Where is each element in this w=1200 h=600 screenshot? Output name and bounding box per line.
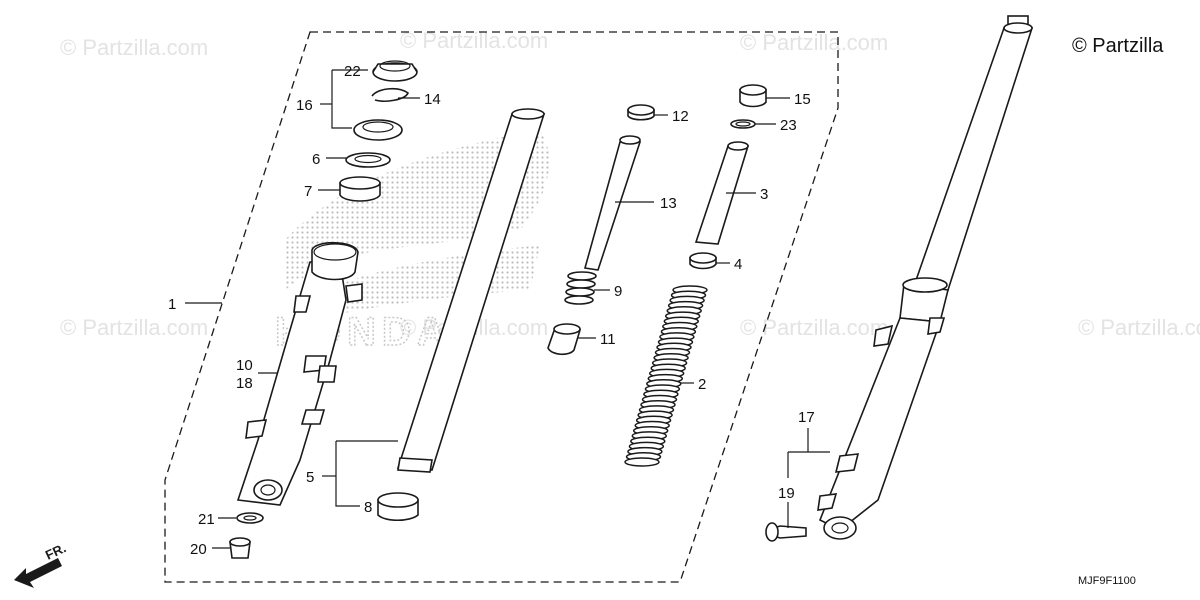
- damper-rod-part-13: [583, 135, 642, 271]
- spring-coil: [624, 457, 660, 467]
- assembled-fork-right: [817, 15, 1034, 540]
- front-label: FR.: [43, 540, 68, 562]
- piston-ring-part-12: [627, 104, 655, 121]
- callout-numbers: 22 14 16 6 7 1 10 18 5 8 21 20 12 13 9 1…: [168, 63, 815, 558]
- spacer-part-3: [694, 141, 750, 245]
- callout-17: 17: [798, 409, 815, 426]
- fork-spring-part-2: [624, 285, 708, 467]
- stopper-ring-part-14: [371, 87, 409, 102]
- spring-seat-part-4: [689, 252, 717, 270]
- callout-20: 20: [190, 541, 207, 558]
- callout-19: 19: [778, 485, 795, 502]
- o-ring-part-23: [730, 119, 756, 129]
- callout-1: 1: [168, 296, 176, 313]
- callout-3: 3: [760, 186, 768, 203]
- callout-5: 5: [306, 469, 314, 486]
- dust-seal-part-22: [372, 60, 418, 82]
- watermark: © Partzilla.com: [740, 315, 888, 340]
- callout-14: 14: [424, 91, 441, 108]
- copyright-text: © Partzilla: [1072, 35, 1164, 57]
- socket-bolt-part-20: [229, 537, 251, 559]
- fork-slider-part-10: [236, 241, 363, 506]
- guide-bushing-part-8: [377, 492, 419, 522]
- watermark: © Partzilla.com: [60, 315, 208, 340]
- fork-bolt-part-15: [739, 84, 767, 108]
- watermark: © Partzilla.com: [740, 30, 888, 55]
- rebound-spring-part-9: [564, 271, 597, 305]
- callout-13: 13: [660, 195, 677, 212]
- callout-18: 18: [236, 375, 253, 392]
- leader-lines: [185, 69, 830, 549]
- sealing-washer-part-21: [236, 512, 264, 524]
- callout-16: 16: [296, 97, 313, 114]
- pinch-bolt-part-19: [765, 522, 807, 542]
- front-arrow-icon: FR.: [14, 540, 68, 588]
- callout-2: 2: [698, 376, 706, 393]
- callout-7: 7: [304, 183, 312, 200]
- callout-21: 21: [198, 511, 215, 528]
- slider-bushing-part-7: [339, 176, 381, 202]
- watermark: © Partzilla.com: [400, 28, 548, 53]
- exploded-view-frame: [164, 31, 839, 583]
- callout-15: 15: [794, 91, 811, 108]
- callout-4: 4: [734, 256, 742, 273]
- callout-8: 8: [364, 499, 372, 516]
- callout-12: 12: [672, 108, 689, 125]
- callout-23: 23: [780, 117, 797, 134]
- backup-ring-part-6: [345, 152, 391, 168]
- oil-lock-piece-part-11: [547, 323, 582, 356]
- watermarks: © Partzilla.com © Partzilla.com © Partzi…: [60, 28, 1200, 340]
- oil-seal-part-16: [353, 119, 403, 141]
- drawing-code: MJF9F1100: [1078, 575, 1136, 587]
- callout-11: 11: [600, 331, 616, 348]
- callout-22: 22: [344, 63, 361, 80]
- callout-10: 10: [236, 357, 253, 374]
- watermark: © Partzilla.com: [60, 35, 208, 60]
- callout-6: 6: [312, 151, 320, 168]
- callout-9: 9: [614, 283, 622, 300]
- fork-pipe-part-5: [396, 108, 546, 473]
- watermark: © Partzilla.com: [1078, 315, 1200, 340]
